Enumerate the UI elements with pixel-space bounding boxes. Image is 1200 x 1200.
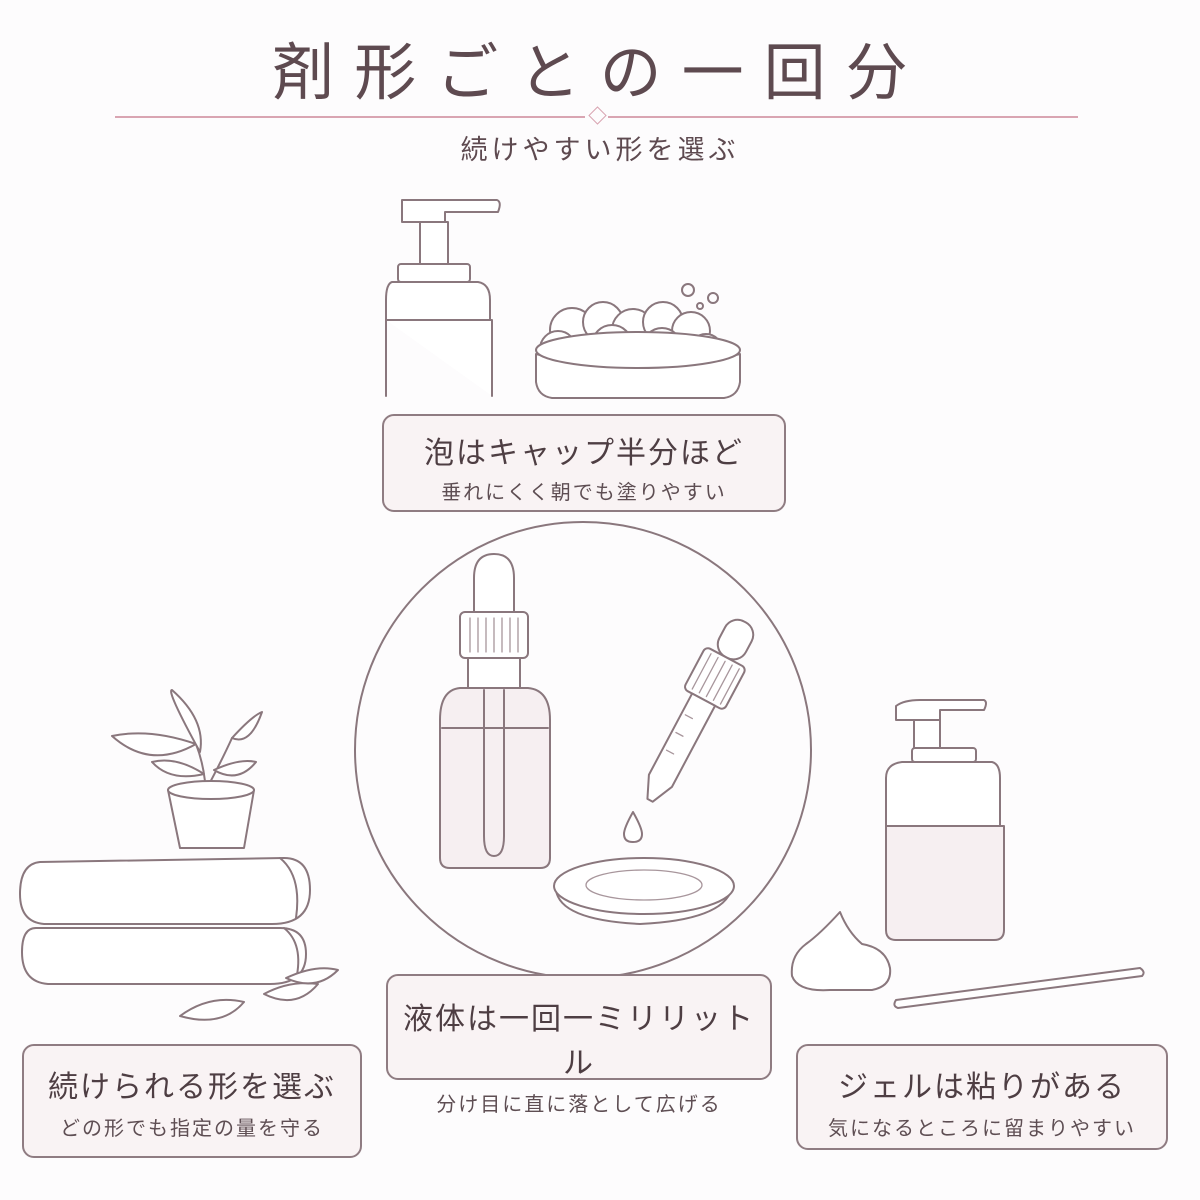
card-foam: 泡はキャップ半分ほど 垂れにくく朝でも塗りやすい [382,414,786,512]
towel-stack-icon [19,857,311,985]
dropper-bottle-icon [439,553,551,869]
card-routine-heading: 続けられる形を選ぶ [48,1070,336,1105]
divider-right [608,116,1078,118]
dropper-icon [646,618,755,803]
card-foam-heading: 泡はキャップ半分ほど [424,436,744,471]
plant-pot-icon [111,689,263,849]
card-foam-subtext: 垂れにくく朝でも塗りやすい [441,480,727,504]
card-gel-subtext: 気になるところに留まりやすい [828,1116,1136,1140]
card-liquid: 液体は一回一ミリリットル 分け目に直に落として広げる [386,974,772,1116]
foam-bowl-icon [535,283,741,399]
pump-bottle-icon [385,199,501,397]
dish-icon [553,857,735,925]
drop-icon [623,811,643,843]
page-subtitle: 続けやすい形を選ぶ [460,135,740,166]
card-gel: ジェルは粘りがある 気になるところに留まりやすい [796,1044,1168,1150]
card-liquid-heading: 液体は一回一ミリリットル [403,1002,755,1081]
divider-left [115,116,585,118]
card-liquid-subtext: 分け目に直に落として広げる [436,1092,722,1116]
card-routine: 続けられる形を選ぶ どの形でも指定の量を守る [22,1044,362,1158]
gel-pump-bottle-icon [885,699,1005,941]
card-gel-heading: ジェルは粘りがある [838,1070,1126,1105]
card-routine-subtext: どの形でも指定の量を守る [60,1116,324,1140]
gel-dollop-icon [790,911,892,992]
leaf-icon [179,967,339,1021]
page-title: 剤形ごとの一回分 [272,36,928,109]
spatula-icon [893,967,1145,1009]
